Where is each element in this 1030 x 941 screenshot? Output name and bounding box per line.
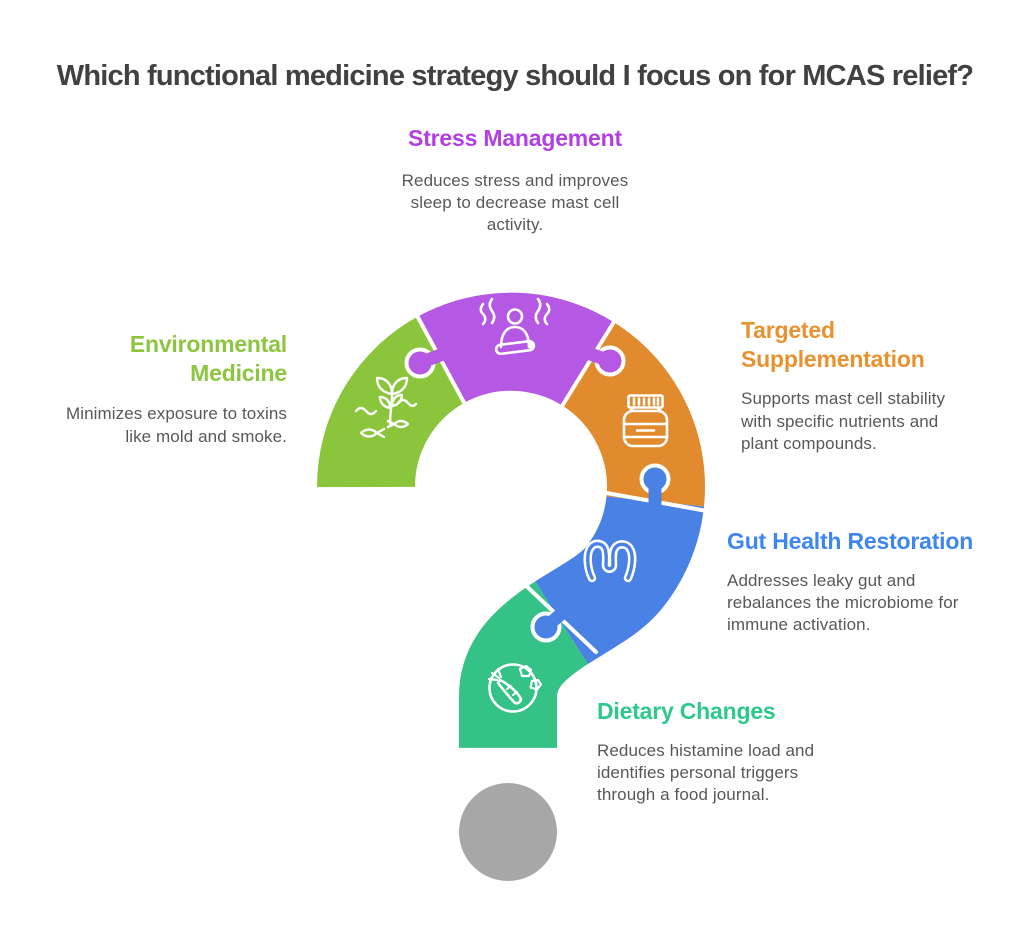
puzzle-knob-neck — [541, 603, 573, 632]
section-dietary-changes: Dietary Changes Reduces histamine load a… — [597, 697, 837, 806]
intestine-icon — [583, 539, 637, 583]
section-environmental-medicine: Environmental Medicine Minimizes exposur… — [37, 330, 287, 448]
section-heading: Stress Management — [408, 125, 622, 151]
section-targeted-supplementation: Targeted Supplementation Supports mast c… — [741, 316, 976, 455]
section-heading: Environmental Medicine — [129, 331, 287, 387]
puzzle-knob-neck — [579, 344, 613, 368]
section-description: Addresses leaky gut and rebalances the m… — [727, 571, 959, 635]
plant-sprout-icon — [354, 376, 418, 439]
section-description: Reduces stress and improves sleep to dec… — [401, 171, 629, 235]
section-gut-health-restoration: Gut Health Restoration Addresses leaky g… — [727, 527, 979, 636]
section-description: Minimizes exposure to toxins like mold a… — [65, 404, 287, 446]
puzzle-knob-neck — [417, 345, 451, 370]
question-mark-dot — [459, 783, 557, 881]
puzzle-piece-gut — [316, 292, 705, 748]
supplement-jar-icon — [622, 394, 669, 448]
puzzle-knobs — [404, 344, 671, 643]
puzzle-piece-environmental — [316, 292, 705, 748]
meditation-icon — [479, 297, 551, 356]
section-heading: Gut Health Restoration — [727, 528, 974, 554]
section-description: Reduces histamine load and identifies pe… — [597, 741, 815, 805]
section-heading: Targeted Supplementation — [741, 317, 925, 373]
section-description: Supports mast cell stability with specif… — [741, 389, 946, 453]
food-plate-icon — [487, 663, 543, 713]
section-heading: Dietary Changes — [597, 698, 776, 724]
section-stress-management: Stress Management Reduces stress and imp… — [393, 124, 637, 236]
page-title: Which functional medicine strategy shoul… — [56, 60, 974, 92]
puzzle-joint — [557, 315, 619, 413]
